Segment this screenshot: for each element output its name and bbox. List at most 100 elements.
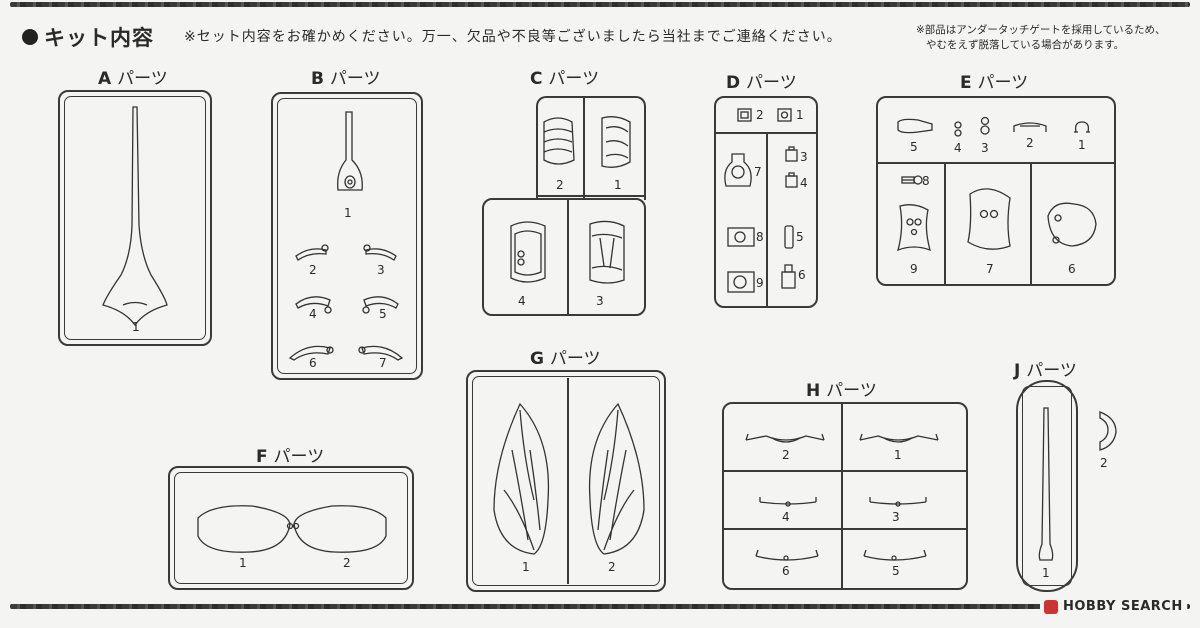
runner-h	[722, 402, 968, 590]
part-e9-icon	[897, 204, 931, 252]
label-j1: 1	[1042, 566, 1050, 580]
gate-note: ※部品はアンダータッチゲートを採用しているため、 やむをえず脱落している場合があ…	[916, 23, 1166, 53]
runner-d-divider	[716, 132, 816, 134]
hobby-search-logo-icon	[1044, 599, 1058, 614]
part-e7-icon	[967, 188, 1011, 250]
runner-g-divider	[567, 378, 569, 584]
runner-j	[1016, 380, 1078, 592]
label-d1: 1	[796, 108, 804, 122]
label-d7: 7	[754, 165, 762, 179]
label-d5: 5	[796, 230, 804, 244]
runner-e-divider	[878, 162, 1114, 164]
label-f1: 1	[239, 556, 247, 570]
part-title-g: G パーツ	[530, 349, 601, 369]
runner-c-lower	[482, 198, 646, 316]
label-c1: 1	[614, 178, 622, 192]
label-h2: 2	[782, 448, 790, 462]
watermark: HOBBY SEARCH	[1040, 599, 1187, 614]
label-d3: 3	[800, 150, 808, 164]
part-d4-icon	[785, 172, 798, 188]
part-title-d: D パーツ	[726, 73, 797, 93]
label-b6: 6	[309, 356, 317, 370]
part-h1-icon	[859, 433, 939, 443]
label-h1: 1	[894, 448, 902, 462]
label-e5: 5	[910, 140, 918, 154]
label-e4: 4	[954, 141, 962, 155]
label-h6: 6	[782, 564, 790, 578]
part-g1-icon	[493, 402, 550, 555]
label-h4: 4	[782, 510, 790, 524]
part-e6-icon	[1047, 202, 1097, 247]
label-d9: 9	[756, 276, 764, 290]
part-a1-icon	[102, 106, 168, 327]
part-d9-icon	[727, 271, 755, 293]
runner-c-divider-h	[538, 195, 644, 197]
label-g1: 1	[522, 560, 530, 574]
part-e2-icon	[1013, 122, 1047, 132]
part-title-c: C パーツ	[530, 69, 600, 89]
part-d7-icon	[724, 153, 752, 187]
part-d2-icon	[737, 108, 752, 122]
label-g2: 2	[608, 560, 616, 574]
part-title-a: A パーツ	[98, 69, 168, 89]
label-e2: 2	[1026, 136, 1034, 150]
part-title-e: E パーツ	[960, 73, 1029, 93]
part-h6-icon	[755, 549, 819, 561]
part-b2-icon	[295, 244, 329, 261]
part-c1-icon	[601, 116, 631, 168]
part-j1-icon	[1038, 407, 1054, 561]
label-c2: 2	[556, 178, 564, 192]
label-e9: 9	[910, 262, 918, 276]
part-d3-icon	[785, 146, 798, 162]
label-h5: 5	[892, 564, 900, 578]
label-b4: 4	[309, 307, 317, 321]
label-e6: 6	[1068, 262, 1076, 276]
runner-f	[168, 466, 414, 590]
gate-note-line2: やむをえず脱落している場合があります。	[926, 39, 1125, 51]
runner-a	[58, 90, 212, 346]
part-e5-icon	[897, 118, 933, 134]
part-title-h: H パーツ	[806, 381, 877, 401]
label-e3: 3	[981, 141, 989, 155]
runner-h-divider-v	[841, 404, 843, 588]
part-c4-icon	[510, 221, 546, 283]
label-e8: 8	[922, 174, 930, 188]
part-j2-icon	[1099, 411, 1117, 451]
label-b3: 3	[377, 263, 385, 277]
part-h3-icon	[869, 497, 927, 507]
runner-h-divider-h1	[724, 470, 966, 472]
part-b6-icon	[288, 345, 334, 361]
label-h3: 3	[892, 510, 900, 524]
part-e8-icon	[901, 175, 923, 185]
bottom-border	[10, 604, 1190, 609]
bullet-icon	[22, 29, 38, 45]
runner-e-divider-v2	[1030, 164, 1032, 284]
label-e7: 7	[986, 262, 994, 276]
runner-e	[876, 96, 1116, 286]
part-b7-icon	[358, 345, 404, 361]
runner-h-divider-h2	[724, 528, 966, 530]
part-title-f: F パーツ	[256, 447, 325, 467]
label-j2: 2	[1100, 456, 1108, 470]
label-b2: 2	[309, 263, 317, 277]
label-a1: 1	[132, 320, 140, 334]
part-e3-icon	[980, 116, 990, 135]
part-b4-icon	[295, 296, 332, 314]
runner-c-upper	[536, 96, 646, 200]
runner-d	[714, 96, 818, 308]
part-h4-icon	[759, 497, 817, 507]
label-e1: 1	[1078, 138, 1086, 152]
part-e1-icon	[1074, 121, 1090, 133]
part-b5-icon	[362, 296, 399, 314]
label-d2: 2	[756, 108, 764, 122]
part-d5-icon	[784, 225, 794, 249]
label-f2: 2	[343, 556, 351, 570]
part-title-b: B パーツ	[311, 69, 381, 89]
label-d8: 8	[756, 230, 764, 244]
gate-note-line1: ※部品はアンダータッチゲートを採用しているため、	[916, 24, 1166, 36]
part-d8-icon	[727, 227, 755, 247]
part-g2-icon	[588, 402, 645, 555]
label-b7: 7	[379, 356, 387, 370]
runner-c-divider-top	[583, 96, 585, 198]
part-c2-icon	[543, 117, 575, 165]
